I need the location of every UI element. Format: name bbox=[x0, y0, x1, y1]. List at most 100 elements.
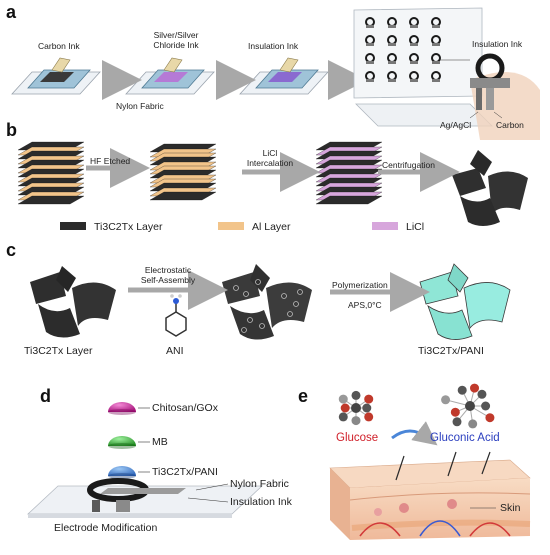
panel-d bbox=[26, 402, 264, 518]
ani-adsorbed bbox=[281, 293, 287, 299]
label-carbon: Carbon bbox=[496, 120, 524, 130]
ani-adsorbed bbox=[287, 311, 293, 317]
stack-layer bbox=[17, 195, 85, 205]
atom bbox=[351, 390, 361, 400]
mini-electrode-contact bbox=[388, 79, 396, 82]
conversion-arrow bbox=[391, 421, 438, 446]
panel-d-letter: d bbox=[40, 386, 51, 406]
ani-adsorbed bbox=[259, 323, 265, 329]
atom bbox=[338, 394, 348, 404]
ani-adsorbed bbox=[247, 317, 253, 323]
panel-c bbox=[30, 263, 511, 340]
ti3c2tx-pani-dot bbox=[108, 466, 136, 476]
ti3c2tx-max-stack bbox=[17, 141, 85, 205]
ani-molecule bbox=[165, 294, 187, 337]
label-insulation-ink-d: Insulation Ink bbox=[230, 496, 292, 508]
mini-electrode-contact bbox=[366, 79, 374, 82]
atom bbox=[362, 403, 372, 413]
skin-cross-section bbox=[329, 451, 531, 540]
ani-adsorbed bbox=[297, 289, 303, 295]
panel-a bbox=[11, 7, 540, 140]
label-licl-intercalation: LiCl Intercalation bbox=[246, 148, 294, 168]
mini-electrode-contact bbox=[410, 43, 418, 46]
legend-swatch-ti bbox=[60, 222, 86, 230]
label-ti-pani-d: Ti3C2Tx/PANI bbox=[152, 466, 218, 478]
ani-adsorbed bbox=[293, 301, 299, 307]
label-gluconic-acid: Gluconic Acid bbox=[430, 432, 500, 444]
atom bbox=[450, 407, 460, 417]
label-skin: Skin bbox=[500, 502, 521, 514]
label-hf-etched: HF Etched bbox=[90, 156, 131, 166]
panel-e bbox=[329, 383, 531, 540]
stack-layer bbox=[149, 191, 217, 201]
mini-electrode-contact bbox=[432, 61, 440, 64]
glucose-molecule bbox=[338, 390, 374, 426]
label-ti-pani: Ti3C2Tx/PANI bbox=[418, 345, 484, 357]
atom bbox=[351, 416, 361, 426]
panel-a-letter: a bbox=[6, 2, 17, 22]
chitosan-gox-dot bbox=[108, 402, 136, 412]
panel-b bbox=[17, 141, 528, 230]
hf-etched-stack bbox=[149, 143, 217, 201]
gluconic-acid-molecule bbox=[441, 383, 495, 429]
mini-electrode-contact bbox=[366, 61, 374, 64]
mini-electrode-contact bbox=[410, 61, 418, 64]
mini-electrode-contact bbox=[432, 43, 440, 46]
label-nylon-fabric-d: Nylon Fabric bbox=[230, 478, 289, 490]
label-chitosan: Chitosan/GOx bbox=[152, 402, 218, 414]
ani-adsorbed bbox=[255, 279, 261, 285]
legend-label-al: Al Layer bbox=[252, 221, 291, 233]
legend-label-ti: Ti3C2Tx Layer bbox=[94, 221, 163, 233]
atom bbox=[340, 403, 350, 413]
legend-swatch-licl bbox=[372, 222, 398, 230]
mini-electrode-contact bbox=[388, 61, 396, 64]
label-electrostatic: Electrostatic Self-Assembly bbox=[140, 265, 196, 285]
print-step-silver bbox=[125, 57, 215, 95]
label-nylon-fabric-a: Nylon Fabric bbox=[116, 101, 164, 111]
label-electrode-modification: Electrode Modification bbox=[54, 522, 158, 534]
licl-intercalated-stack bbox=[315, 141, 383, 205]
atom bbox=[470, 383, 480, 393]
atom bbox=[441, 395, 451, 405]
mini-electrode-contact bbox=[388, 43, 396, 46]
label-ag-agcl: Ag/AgCl bbox=[440, 120, 472, 130]
label-ani: ANI bbox=[166, 345, 184, 357]
label-insulation-ink: Insulation Ink bbox=[248, 41, 299, 51]
label-centrifugation: Centrifugation bbox=[382, 160, 435, 170]
atom bbox=[338, 412, 348, 422]
flakes-with-ani bbox=[222, 264, 312, 340]
atom bbox=[457, 385, 467, 395]
mini-electrode-contact bbox=[432, 79, 440, 82]
atom bbox=[364, 412, 374, 422]
panel-e-letter: e bbox=[298, 386, 309, 406]
legend-label-licl: LiCl bbox=[406, 221, 425, 233]
mini-electrode-contact bbox=[388, 25, 396, 28]
label-glucose: Glucose bbox=[336, 432, 379, 444]
flakes-ti3c2tx bbox=[30, 266, 116, 338]
atom bbox=[485, 413, 495, 423]
ani-adsorbed bbox=[233, 285, 239, 291]
mini-electrode-contact bbox=[432, 25, 440, 28]
label-insulation-ink-zoom: Insulation Ink bbox=[472, 39, 523, 49]
atom bbox=[364, 394, 374, 404]
label-ti-layer: Ti3C2Tx Layer bbox=[24, 345, 93, 357]
atom bbox=[481, 401, 491, 411]
atom bbox=[477, 389, 487, 399]
legend-swatch-al bbox=[218, 222, 244, 230]
label-polymerization: Polymerization bbox=[332, 280, 388, 290]
ani-adsorbed bbox=[243, 291, 249, 297]
panel-b-letter: b bbox=[6, 120, 17, 140]
label-aps: APS,0°C bbox=[348, 300, 382, 310]
atom bbox=[351, 403, 361, 413]
modified-electrode bbox=[26, 478, 264, 518]
print-step-insulation bbox=[239, 57, 329, 95]
printed-electrode-sheet bbox=[353, 7, 540, 140]
atom bbox=[452, 417, 462, 427]
mini-electrode-contact bbox=[366, 43, 374, 46]
mb-dot bbox=[108, 436, 136, 446]
stack-layer bbox=[315, 195, 383, 205]
mini-electrode-contact bbox=[410, 25, 418, 28]
label-carbon-ink: Carbon Ink bbox=[38, 41, 80, 51]
